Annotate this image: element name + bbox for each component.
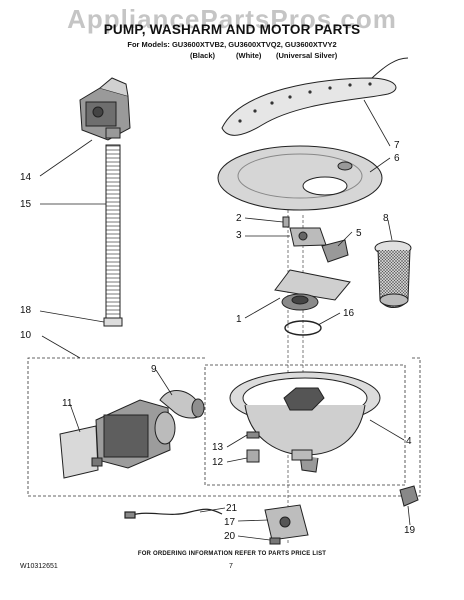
callout-6: 6 bbox=[394, 153, 400, 164]
callout-19: 19 bbox=[404, 525, 416, 536]
leader-lines bbox=[39, 99, 411, 541]
page-title: PUMP, WASHARM AND MOTOR PARTS bbox=[103, 22, 361, 37]
pump-bracket bbox=[274, 269, 351, 311]
connector bbox=[399, 485, 419, 507]
circulation-hose bbox=[159, 390, 205, 419]
sump-clips bbox=[246, 431, 260, 463]
callout-16: 16 bbox=[343, 308, 355, 319]
callout-18: 18 bbox=[20, 305, 32, 316]
model-list: For Models: GU3600XTVB2, GU3600XTVQ2, GU… bbox=[127, 40, 337, 49]
callout-14: 14 bbox=[20, 172, 32, 183]
callout-13: 13 bbox=[212, 442, 224, 453]
drain-hose bbox=[103, 144, 123, 327]
callout-15: 15 bbox=[20, 199, 32, 210]
color-label-silver: (Universal Silver) bbox=[276, 51, 338, 60]
callout-12: 12 bbox=[212, 457, 224, 468]
filter-cover-plate bbox=[217, 145, 383, 211]
drain-pump bbox=[79, 77, 131, 141]
diverter-assembly bbox=[264, 504, 309, 545]
pump-screw-and-clip bbox=[282, 216, 327, 247]
watermark: AppliancePartsPros.com bbox=[67, 4, 397, 34]
color-label-white: (White) bbox=[236, 51, 262, 60]
callout-21: 21 bbox=[226, 503, 238, 514]
sump-assembly bbox=[229, 371, 381, 473]
callout-5: 5 bbox=[356, 228, 362, 239]
callout-20: 20 bbox=[224, 531, 236, 542]
filter-clip bbox=[321, 239, 349, 263]
filter-assembly bbox=[374, 240, 412, 308]
document-number: W10312651 bbox=[20, 563, 58, 570]
callout-17: 17 bbox=[224, 517, 236, 528]
wash-motor bbox=[59, 399, 176, 479]
callout-9: 9 bbox=[151, 364, 157, 375]
page-number: 7 bbox=[229, 563, 233, 570]
motor-assembly-box bbox=[27, 357, 421, 497]
callout-7: 7 bbox=[394, 140, 400, 151]
callout-10: 10 bbox=[20, 330, 32, 341]
gasket bbox=[284, 320, 322, 336]
callout-2: 2 bbox=[236, 213, 242, 224]
callout-3: 3 bbox=[236, 230, 242, 241]
callout-4: 4 bbox=[406, 436, 412, 447]
lower-wash-arm bbox=[221, 57, 409, 136]
callout-11: 11 bbox=[62, 398, 73, 409]
callout-1: 1 bbox=[236, 314, 242, 325]
ordering-info: FOR ORDERING INFORMATION REFER TO PARTS … bbox=[137, 551, 327, 557]
color-label-black: (Black) bbox=[190, 51, 216, 60]
callout-8: 8 bbox=[383, 213, 389, 224]
